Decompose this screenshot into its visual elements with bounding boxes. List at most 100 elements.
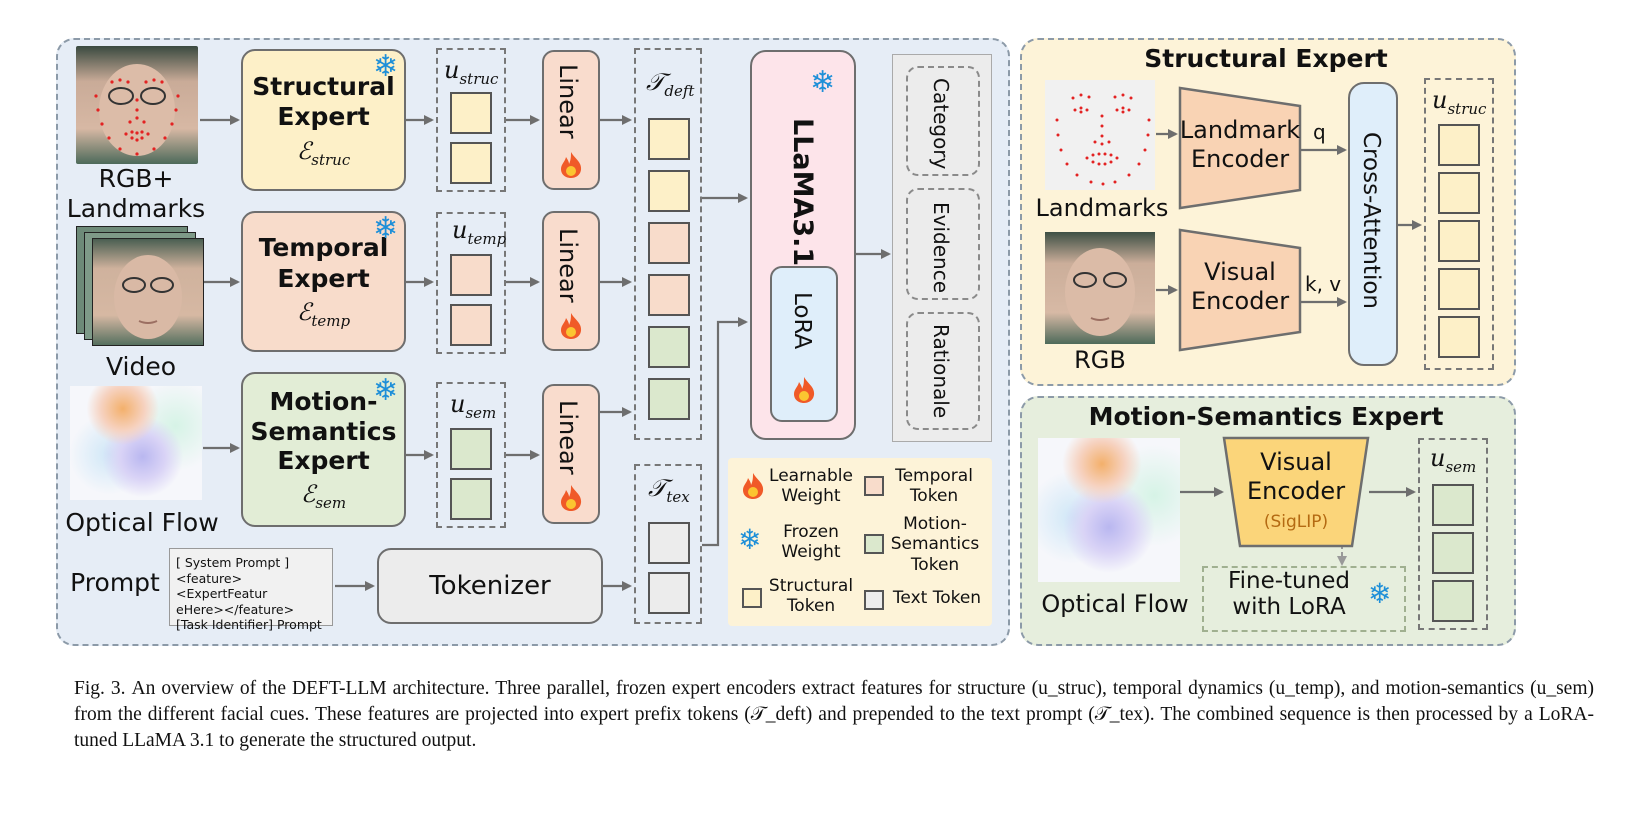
motion-semantics-token bbox=[648, 326, 690, 368]
temporal-token bbox=[450, 254, 492, 296]
figure-number: Fig. 3. bbox=[74, 678, 126, 699]
output-panel bbox=[892, 54, 992, 442]
siglip-encoder-shape bbox=[1222, 436, 1370, 548]
rgb-face-image bbox=[1045, 232, 1155, 344]
u-sem-label: usem bbox=[450, 390, 497, 422]
u-sem-output-group bbox=[1418, 438, 1488, 630]
prompt-line-4: [Task Identifier] Prompt bbox=[176, 617, 322, 632]
legend-frozen-label: Frozen Weight bbox=[781, 522, 841, 563]
temporal-token bbox=[648, 222, 690, 264]
landmarks-image bbox=[1045, 80, 1155, 190]
legend-text-swatch bbox=[864, 590, 884, 610]
prompt-line-2: <feature><ExpertFeatur bbox=[176, 570, 268, 602]
siglip-encoder-label: Visual Encoder bbox=[1246, 448, 1346, 505]
rgb-landmarks-face-image bbox=[76, 46, 198, 164]
structural-expert-name: Structural Expert bbox=[252, 71, 395, 132]
output-rationale-label: Rationale bbox=[929, 324, 953, 419]
visual-encoder-label: Visual Encoder bbox=[1190, 258, 1290, 315]
linear-label: Linear bbox=[554, 400, 582, 475]
structural-token bbox=[1438, 268, 1480, 310]
output-rationale bbox=[906, 312, 980, 430]
t-deft-group bbox=[634, 48, 702, 440]
output-evidence-label: Evidence bbox=[929, 202, 953, 294]
legend-learnable-label: Learnable Weight bbox=[769, 466, 853, 507]
figure-caption: Fig. 3.An overview of the DEFT-LLM archi… bbox=[74, 676, 1594, 754]
temporal-token bbox=[648, 274, 690, 316]
legend-text-label: Text Token bbox=[892, 588, 982, 608]
motion-semantics-expert-symbol: ℰsem bbox=[300, 479, 347, 512]
finetuned-label: Fine-tuned with LoRA bbox=[1228, 568, 1350, 621]
u-struc-group bbox=[436, 48, 506, 192]
legend-motion-label: Motion- Semantics Token bbox=[890, 514, 980, 575]
text-token bbox=[648, 522, 690, 564]
caption-text: An overview of the DEFT-LLM architecture… bbox=[74, 678, 1595, 751]
motion-semantics-token bbox=[648, 378, 690, 420]
legend-structural-swatch bbox=[742, 588, 762, 608]
snowflake-icon: ❄ bbox=[373, 49, 399, 84]
u-sem-output-label: usem bbox=[1430, 444, 1477, 476]
snowflake-icon: ❄ bbox=[1368, 577, 1392, 610]
motion-semantics-token bbox=[1432, 484, 1474, 526]
structural-token bbox=[1438, 124, 1480, 166]
structural-panel-title: Structural Expert bbox=[1144, 44, 1388, 73]
motion-semantics-token bbox=[1432, 580, 1474, 622]
output-evidence bbox=[906, 188, 980, 300]
tokenizer-label: Tokenizer bbox=[429, 571, 551, 601]
t-tex-label: 𝒯tex bbox=[648, 474, 690, 506]
motion-panel-title: Motion-Semantics Expert bbox=[1088, 402, 1444, 431]
optical-flow-image-2 bbox=[1038, 438, 1180, 582]
rgb-label: RGB bbox=[1074, 346, 1126, 374]
t-tex-group bbox=[634, 464, 702, 624]
flame-icon bbox=[558, 151, 584, 179]
structural-token bbox=[1438, 316, 1480, 358]
structural-token bbox=[450, 142, 492, 184]
landmark-encoder-label: Landmark Encoder bbox=[1179, 116, 1301, 173]
output-category-label: Category bbox=[929, 78, 953, 170]
siglip-label: (SigLIP) bbox=[1263, 512, 1329, 532]
query-label: q bbox=[1313, 120, 1326, 144]
rgb-landmarks-label: RGB+ Landmarks bbox=[66, 164, 206, 223]
output-category bbox=[906, 66, 980, 176]
flame-icon bbox=[558, 312, 584, 340]
cross-attention-box bbox=[1348, 82, 1398, 366]
landmark-encoder-shape bbox=[1178, 86, 1302, 210]
motion-semantics-token bbox=[1432, 532, 1474, 574]
linear-label: Linear bbox=[554, 64, 582, 139]
prompt-label: Prompt bbox=[70, 568, 160, 597]
visual-encoder-shape bbox=[1178, 228, 1302, 352]
prompt-line-3: eHere></feature> bbox=[176, 601, 295, 617]
temporal-expert-name: Temporal Expert bbox=[258, 233, 389, 293]
lora-box bbox=[770, 266, 838, 422]
t-deft-label: 𝒯deft bbox=[646, 68, 695, 100]
u-sem-group bbox=[436, 382, 506, 528]
llama-label: LLaMA3.1 bbox=[787, 118, 818, 267]
finetuned-box bbox=[1202, 566, 1406, 632]
prompt-line-1: [ System Prompt ] bbox=[176, 555, 290, 570]
prompt-template-box: [ System Prompt ] <feature><ExpertFeatur… bbox=[169, 548, 333, 632]
snowflake-icon: ❄ bbox=[373, 373, 399, 408]
u-temp-group bbox=[436, 212, 506, 354]
snowflake-icon: ❄ bbox=[738, 523, 762, 556]
snowflake-icon: ❄ bbox=[810, 65, 836, 100]
u-struc-label: ustruc bbox=[444, 56, 499, 88]
u-struc-output-group bbox=[1424, 78, 1494, 370]
motion-semantics-token bbox=[450, 478, 492, 520]
legend-box bbox=[728, 458, 992, 626]
motion-semantics-expert-name: Motion- Semantics Expert bbox=[250, 387, 397, 476]
temporal-token bbox=[450, 304, 492, 346]
linear-label: Linear bbox=[554, 228, 582, 303]
structural-expert-symbol: ℰstruc bbox=[296, 136, 351, 169]
legend-temporal-label: Temporal Token bbox=[895, 466, 973, 507]
u-struc-output-label: ustruc bbox=[1432, 86, 1487, 118]
snowflake-icon: ❄ bbox=[373, 211, 399, 246]
structural-token bbox=[1438, 172, 1480, 214]
temporal-expert-symbol: ℰtemp bbox=[296, 298, 351, 330]
structural-token bbox=[648, 170, 690, 212]
llama-box bbox=[750, 50, 856, 440]
video-label: Video bbox=[105, 352, 177, 381]
motion-semantics-token bbox=[450, 428, 492, 470]
lora-label: LoRA bbox=[789, 292, 815, 350]
structural-token bbox=[1438, 220, 1480, 262]
optical-flow-label: Optical Flow bbox=[65, 508, 219, 537]
